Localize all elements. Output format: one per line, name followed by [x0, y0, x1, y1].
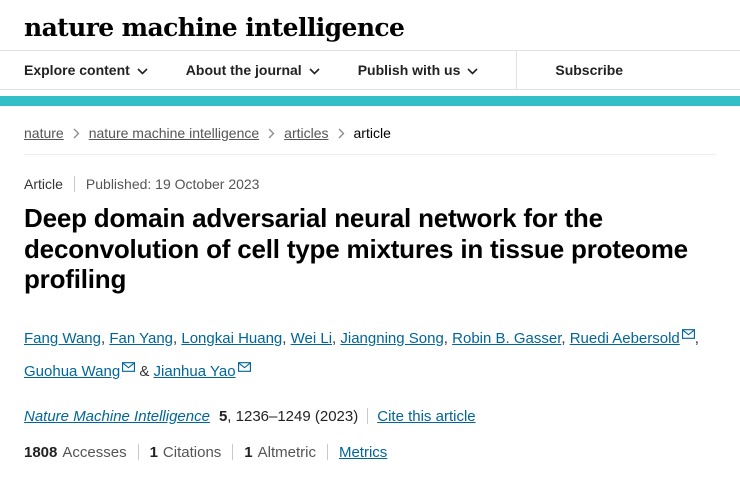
- nav-item-label: Explore content: [24, 62, 130, 78]
- email-icon[interactable]: [237, 353, 251, 382]
- metric-label: Accesses: [62, 443, 127, 461]
- divider: [137, 444, 139, 461]
- author-link-ruedi-aebersold[interactable]: Ruedi Aebersold: [569, 330, 680, 348]
- divider: [367, 408, 369, 425]
- article-type-label: Article: [24, 176, 63, 192]
- breadcrumb: nature nature machine intelligence article…: [24, 106, 716, 155]
- brand-accent-bar: [0, 96, 740, 106]
- divider: [326, 444, 328, 461]
- author-link-fan-yang[interactable]: Fan Yang: [109, 330, 174, 348]
- author-link-longkai-huang[interactable]: Longkai Huang: [181, 330, 283, 348]
- article-title: Deep domain adversarial neural network f…: [24, 203, 688, 295]
- page-range: , 1236–1249 (2023): [227, 407, 359, 425]
- chevron-right-icon: [73, 128, 80, 139]
- journal-link[interactable]: Nature Machine Intelligence: [24, 407, 210, 425]
- nav-item-label: Publish with us: [357, 62, 461, 78]
- breadcrumb-item-article: article: [353, 125, 391, 141]
- divider: [232, 444, 234, 461]
- author-list: Fang Wang, Fan Yang, Longkai Huang, Wei …: [24, 320, 716, 387]
- chevron-down-icon: [137, 67, 148, 75]
- metrics-link[interactable]: Metrics: [338, 443, 388, 461]
- nav-item-subscribe[interactable]: Subscribe: [555, 62, 623, 78]
- nav-item-label: About the journal: [185, 62, 302, 78]
- chevron-right-icon: [338, 128, 345, 139]
- author-link-guohua-wang[interactable]: Guohua Wang: [24, 363, 121, 381]
- chevron-down-icon: [467, 67, 478, 75]
- author-link-jianhua-yao[interactable]: Jianhua Yao: [153, 363, 236, 381]
- nav-separator: [516, 51, 518, 89]
- breadcrumb-item-nature-machine-intelligence[interactable]: nature machine intelligence: [88, 125, 260, 141]
- email-icon[interactable]: [681, 320, 695, 349]
- article-header: Article Published: 19 October 2023 Deep …: [0, 176, 740, 461]
- email-icon[interactable]: [122, 353, 136, 382]
- journal-logo[interactable]: nature machine intelligence: [24, 13, 405, 42]
- masthead: nature machine intelligence: [0, 0, 740, 50]
- author-link-jiangning-song[interactable]: Jiangning Song: [340, 330, 444, 348]
- volume-number: 5: [218, 407, 228, 425]
- divider: [73, 176, 75, 192]
- nav-item-explore-content[interactable]: Explore content: [24, 62, 148, 78]
- metric-label: Altmetric: [257, 443, 316, 461]
- breadcrumb-item-articles[interactable]: articles: [284, 125, 329, 141]
- nav-item-publish-with-us[interactable]: Publish with us: [358, 62, 479, 78]
- chevron-down-icon: [309, 67, 320, 75]
- published-date: Published: 19 October 2023: [85, 176, 260, 192]
- nav-item-label: Subscribe: [555, 62, 624, 78]
- top-navigation: Explore content About the journal Publish …: [0, 50, 740, 90]
- metric-value: 1808: [24, 443, 58, 461]
- author-link-fang-wang[interactable]: Fang Wang: [24, 330, 101, 348]
- journal-citation-line: Nature Machine Intelligence 5, 1236–1249…: [24, 408, 716, 425]
- metric-value: 1: [244, 443, 253, 461]
- author-link-wei-li[interactable]: Wei Li: [290, 330, 333, 348]
- cite-this-article-link[interactable]: Cite this article: [377, 407, 476, 425]
- chevron-right-icon: [268, 128, 275, 139]
- metric-label: Citations: [162, 443, 222, 461]
- volume-pages: 5, 1236–1249 (2023): [219, 408, 358, 425]
- nav-item-about-the-journal[interactable]: About the journal: [186, 62, 320, 78]
- article-meta-row: Article Published: 19 October 2023: [24, 176, 716, 192]
- metric-metrics: Metrics: [339, 444, 387, 461]
- breadcrumb-item-nature[interactable]: nature: [24, 125, 64, 141]
- author-link-robin-b-gasser[interactable]: Robin B. Gasser: [452, 330, 562, 348]
- authors-conjunction: &: [135, 363, 154, 381]
- metric-value: 1: [149, 443, 158, 461]
